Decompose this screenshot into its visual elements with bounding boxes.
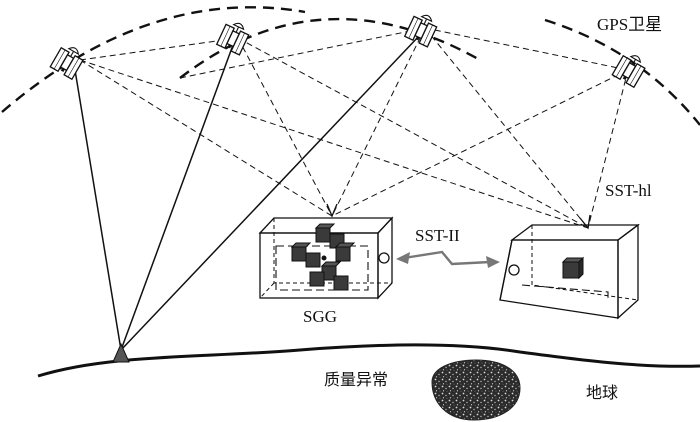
earth-surface xyxy=(37,343,700,378)
sst-hl-label: SST-hl xyxy=(605,181,652,200)
arrow-to-sst-hl xyxy=(579,214,591,230)
gps-satellite-1 xyxy=(49,41,87,80)
orbit-arc-middle xyxy=(179,17,481,79)
gps-satellite-2 xyxy=(216,17,253,56)
sgg-label: SGG xyxy=(303,307,337,326)
test-mass-cube xyxy=(561,256,585,280)
ground-links xyxy=(74,34,421,351)
orbit-arc-right xyxy=(544,18,700,126)
orbit-arcs xyxy=(1,6,700,126)
mass-anomaly-label: 质量异常 xyxy=(324,370,388,389)
orbit-arc-left xyxy=(1,6,306,113)
sst-hl-satellite xyxy=(499,223,640,320)
ground-link-2 xyxy=(120,44,234,351)
sst-ll-label: SST-II xyxy=(415,226,460,245)
earth-label: 地球 xyxy=(586,383,618,402)
sst-links xyxy=(79,27,629,229)
arrow-to-sgg xyxy=(326,203,338,218)
gps-satellite-4 xyxy=(611,49,649,88)
gps-label: GPS卫星 xyxy=(597,15,662,34)
gradiometer-cubes xyxy=(290,223,356,291)
sgg-satellite xyxy=(258,216,394,300)
ground-link-1 xyxy=(74,69,122,351)
ground-link-3 xyxy=(120,34,421,351)
sst-ll-link xyxy=(396,250,500,268)
gps-satellite-3 xyxy=(404,9,441,48)
ground-station-icon xyxy=(112,342,130,363)
mass-anomaly-blob xyxy=(431,359,521,421)
